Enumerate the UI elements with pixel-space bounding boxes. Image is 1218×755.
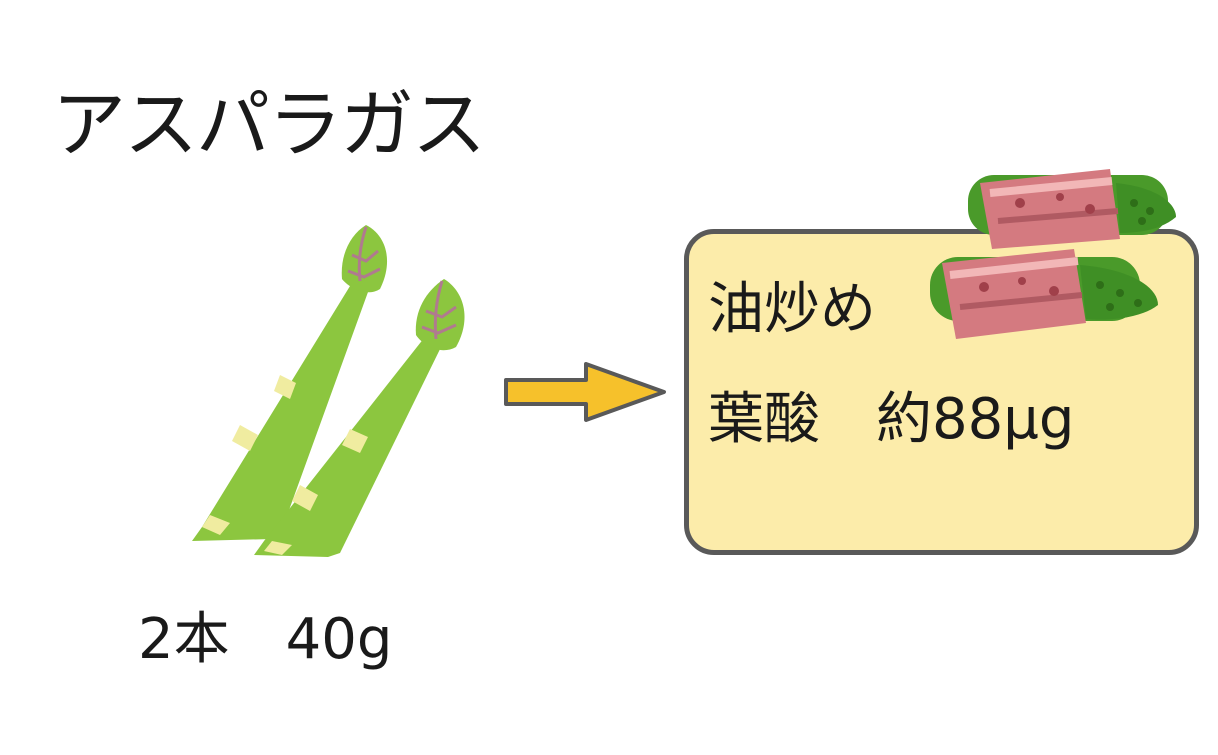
bacon-asparagus-roll-icon — [930, 169, 1176, 339]
quantity-label: 2本 40g — [138, 607, 393, 672]
arrow-right-icon — [504, 362, 666, 422]
page-title: アスパラガス — [52, 82, 486, 168]
folate-amount: 葉酸 約88μg — [708, 387, 1075, 452]
asparagus-icon — [192, 225, 465, 557]
dish-name: 油炒め — [708, 277, 876, 342]
